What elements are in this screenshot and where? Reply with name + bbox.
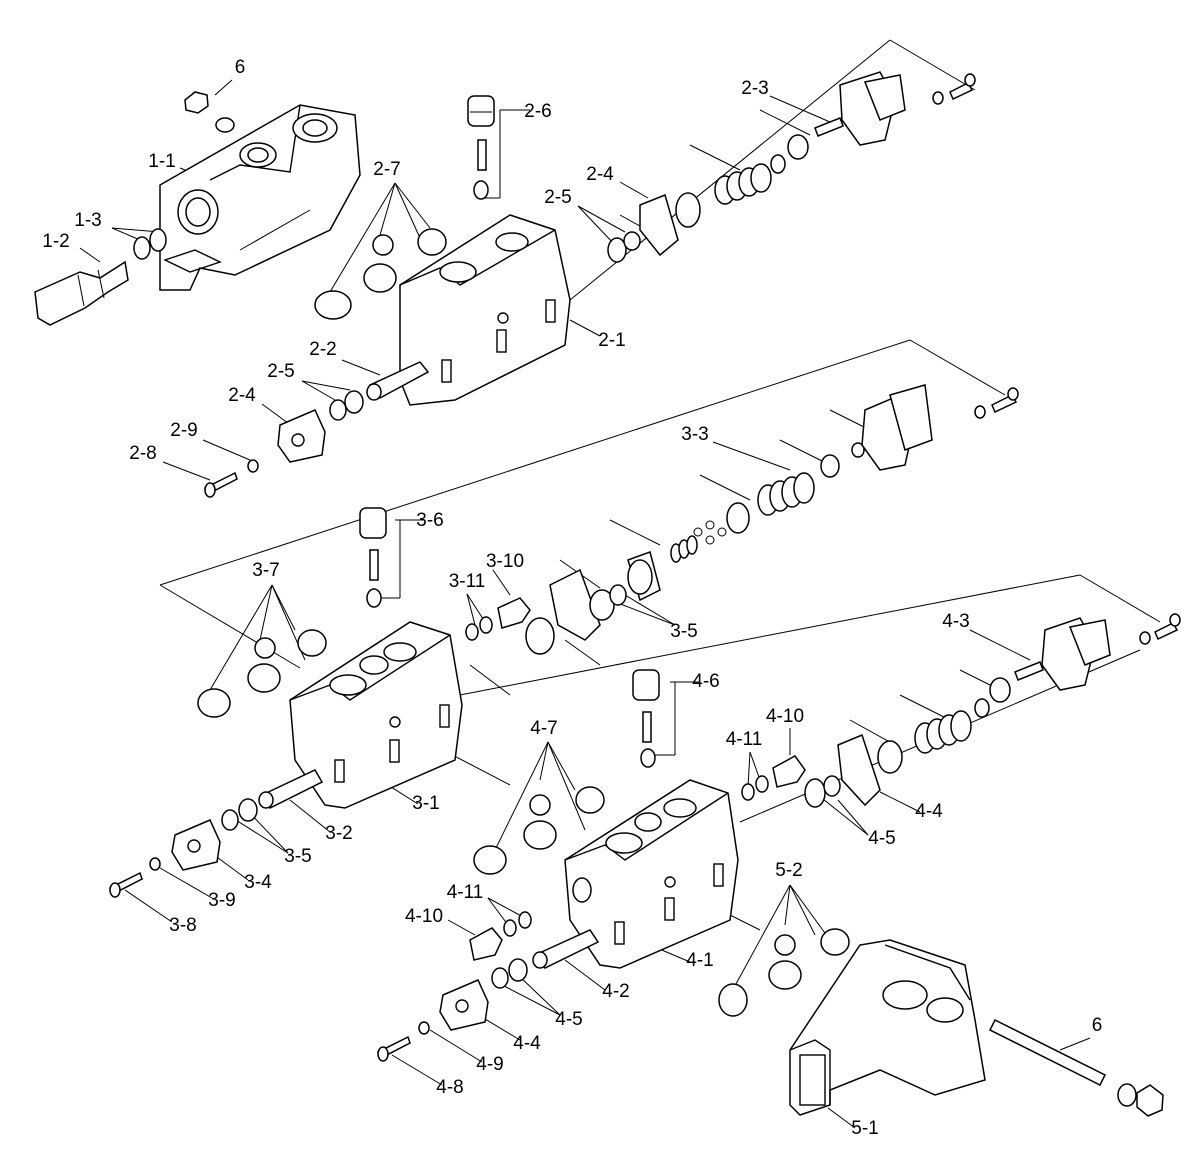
tie-rod-6-bottom <box>988 1018 1164 1117</box>
plug-3-10-rings-3-11 <box>465 597 531 641</box>
callout-c-4-5-right: 4-5 <box>868 828 895 849</box>
callout-c-5-1: 5-1 <box>851 1118 878 1139</box>
callout-c-4-7: 4-7 <box>530 718 557 739</box>
callout-c-2-8: 2-8 <box>129 443 156 464</box>
callout-c-3-9: 3-9 <box>208 890 235 911</box>
callout-c-2-4: 2-4 <box>586 164 614 185</box>
screw-3-8-washer-3-9 <box>108 857 161 898</box>
valve-section-4-1 <box>564 779 739 969</box>
callout-c-1-1: 1-1 <box>148 151 175 172</box>
callout-c-4-4-right: 4-4 <box>915 801 943 822</box>
callout-c-3-11: 3-11 <box>449 571 486 592</box>
callout-c-2-1: 2-1 <box>598 330 625 351</box>
callout-c-4-1: 4-1 <box>686 950 713 971</box>
leader-lines <box>79 79 1091 1129</box>
o-rings-2-7 <box>314 228 447 320</box>
seals-3-5-left <box>221 798 258 831</box>
seals-2-5-top <box>607 231 641 263</box>
callout-c-1-2: 1-2 <box>42 231 69 252</box>
callout-c-4-10-right: 4-10 <box>766 706 804 727</box>
cover-3-4 <box>171 819 221 871</box>
callout-c-4-6: 4-6 <box>692 671 719 692</box>
spool-3-2 <box>258 769 324 809</box>
callout-c-3-4: 3-4 <box>244 872 272 893</box>
callout-c-4-2: 4-2 <box>602 981 629 1002</box>
cap-2-6 <box>467 95 495 200</box>
callout-c-4-3: 4-3 <box>942 611 969 632</box>
spool-2-2 <box>366 361 430 401</box>
plug-4-10-rings-4-11-right <box>741 755 806 801</box>
callout-c-2-5-top: 2-5 <box>544 187 571 208</box>
callout-c-4-10: 4-10 <box>405 906 443 927</box>
spool-4-2 <box>532 929 600 969</box>
callout-labels: 6 1-1 1-31-2 2-7 2-6 2-3 2-4 2-5 2-1 2-2 2-5 2-4 2-9… <box>42 57 1102 1139</box>
callout-c-4-11-right: 4-11 <box>726 729 763 750</box>
callout-c-3-6: 3-6 <box>416 510 443 531</box>
callout-c-4-11: 4-11 <box>447 882 484 903</box>
callout-c-6-bottom: 6 <box>1092 1015 1103 1036</box>
callout-c-4-9: 4-9 <box>476 1054 503 1075</box>
valve-section-2-1 <box>399 214 571 406</box>
cover-2-4-left <box>277 409 326 463</box>
callout-c-4-5: 4-5 <box>555 1009 582 1030</box>
callout-c-1-3: 1-3 <box>74 210 101 231</box>
callout-c-5-2: 5-2 <box>775 860 802 881</box>
relief-valve-1-2 <box>34 260 129 326</box>
callout-c-3-3: 3-3 <box>681 424 708 445</box>
callout-c-3-5-right: 3-5 <box>670 621 697 642</box>
o-rings-5-2 <box>718 928 850 1017</box>
callout-c-4-8: 4-8 <box>436 1077 463 1098</box>
callout-c-3-5: 3-5 <box>284 846 311 867</box>
spring-assembly-4-3 <box>804 613 1181 808</box>
cover-4-4-left <box>439 979 489 1031</box>
screw-4-8-washer-4-9 <box>376 1021 430 1062</box>
spring-assembly-3-3 <box>525 384 1019 655</box>
spring-assembly-2-3 <box>639 71 976 257</box>
seals-2-5-left <box>329 390 364 421</box>
callout-c-2-6: 2-6 <box>524 101 551 122</box>
o-rings-4-7 <box>473 786 605 875</box>
screw-2-8-washer-2-9 <box>203 459 259 498</box>
cap-4-6 <box>632 669 662 832</box>
plug-4-10-rings-4-11-left <box>469 911 532 961</box>
callout-c-3-1: 3-1 <box>412 793 439 814</box>
callout-c-6-top: 6 <box>235 57 246 78</box>
callout-c-2-9: 2-9 <box>170 420 197 441</box>
callout-c-2-5: 2-5 <box>267 361 294 382</box>
callout-c-2-3: 2-3 <box>741 78 768 99</box>
nut-6-top <box>184 91 235 133</box>
callout-c-4-4: 4-4 <box>513 1033 541 1054</box>
callout-c-2-2: 2-2 <box>309 339 336 360</box>
seals-4-5-left <box>491 958 528 989</box>
valve-section-3-1 <box>289 621 463 809</box>
callout-c-3-7: 3-7 <box>252 560 279 581</box>
o-rings-3-7 <box>197 629 327 718</box>
callout-c-2-7: 2-7 <box>373 159 400 180</box>
o-rings-1-3 <box>133 228 167 260</box>
callout-c-3-8: 3-8 <box>169 915 196 936</box>
cap-3-6 <box>359 507 389 675</box>
callout-c-2-4-low: 2-4 <box>228 385 256 406</box>
callout-c-3-2: 3-2 <box>325 823 352 844</box>
inlet-housing-1-1 <box>159 104 361 291</box>
outlet-housing-5-1 <box>789 939 986 1116</box>
callout-c-3-10: 3-10 <box>486 551 524 572</box>
